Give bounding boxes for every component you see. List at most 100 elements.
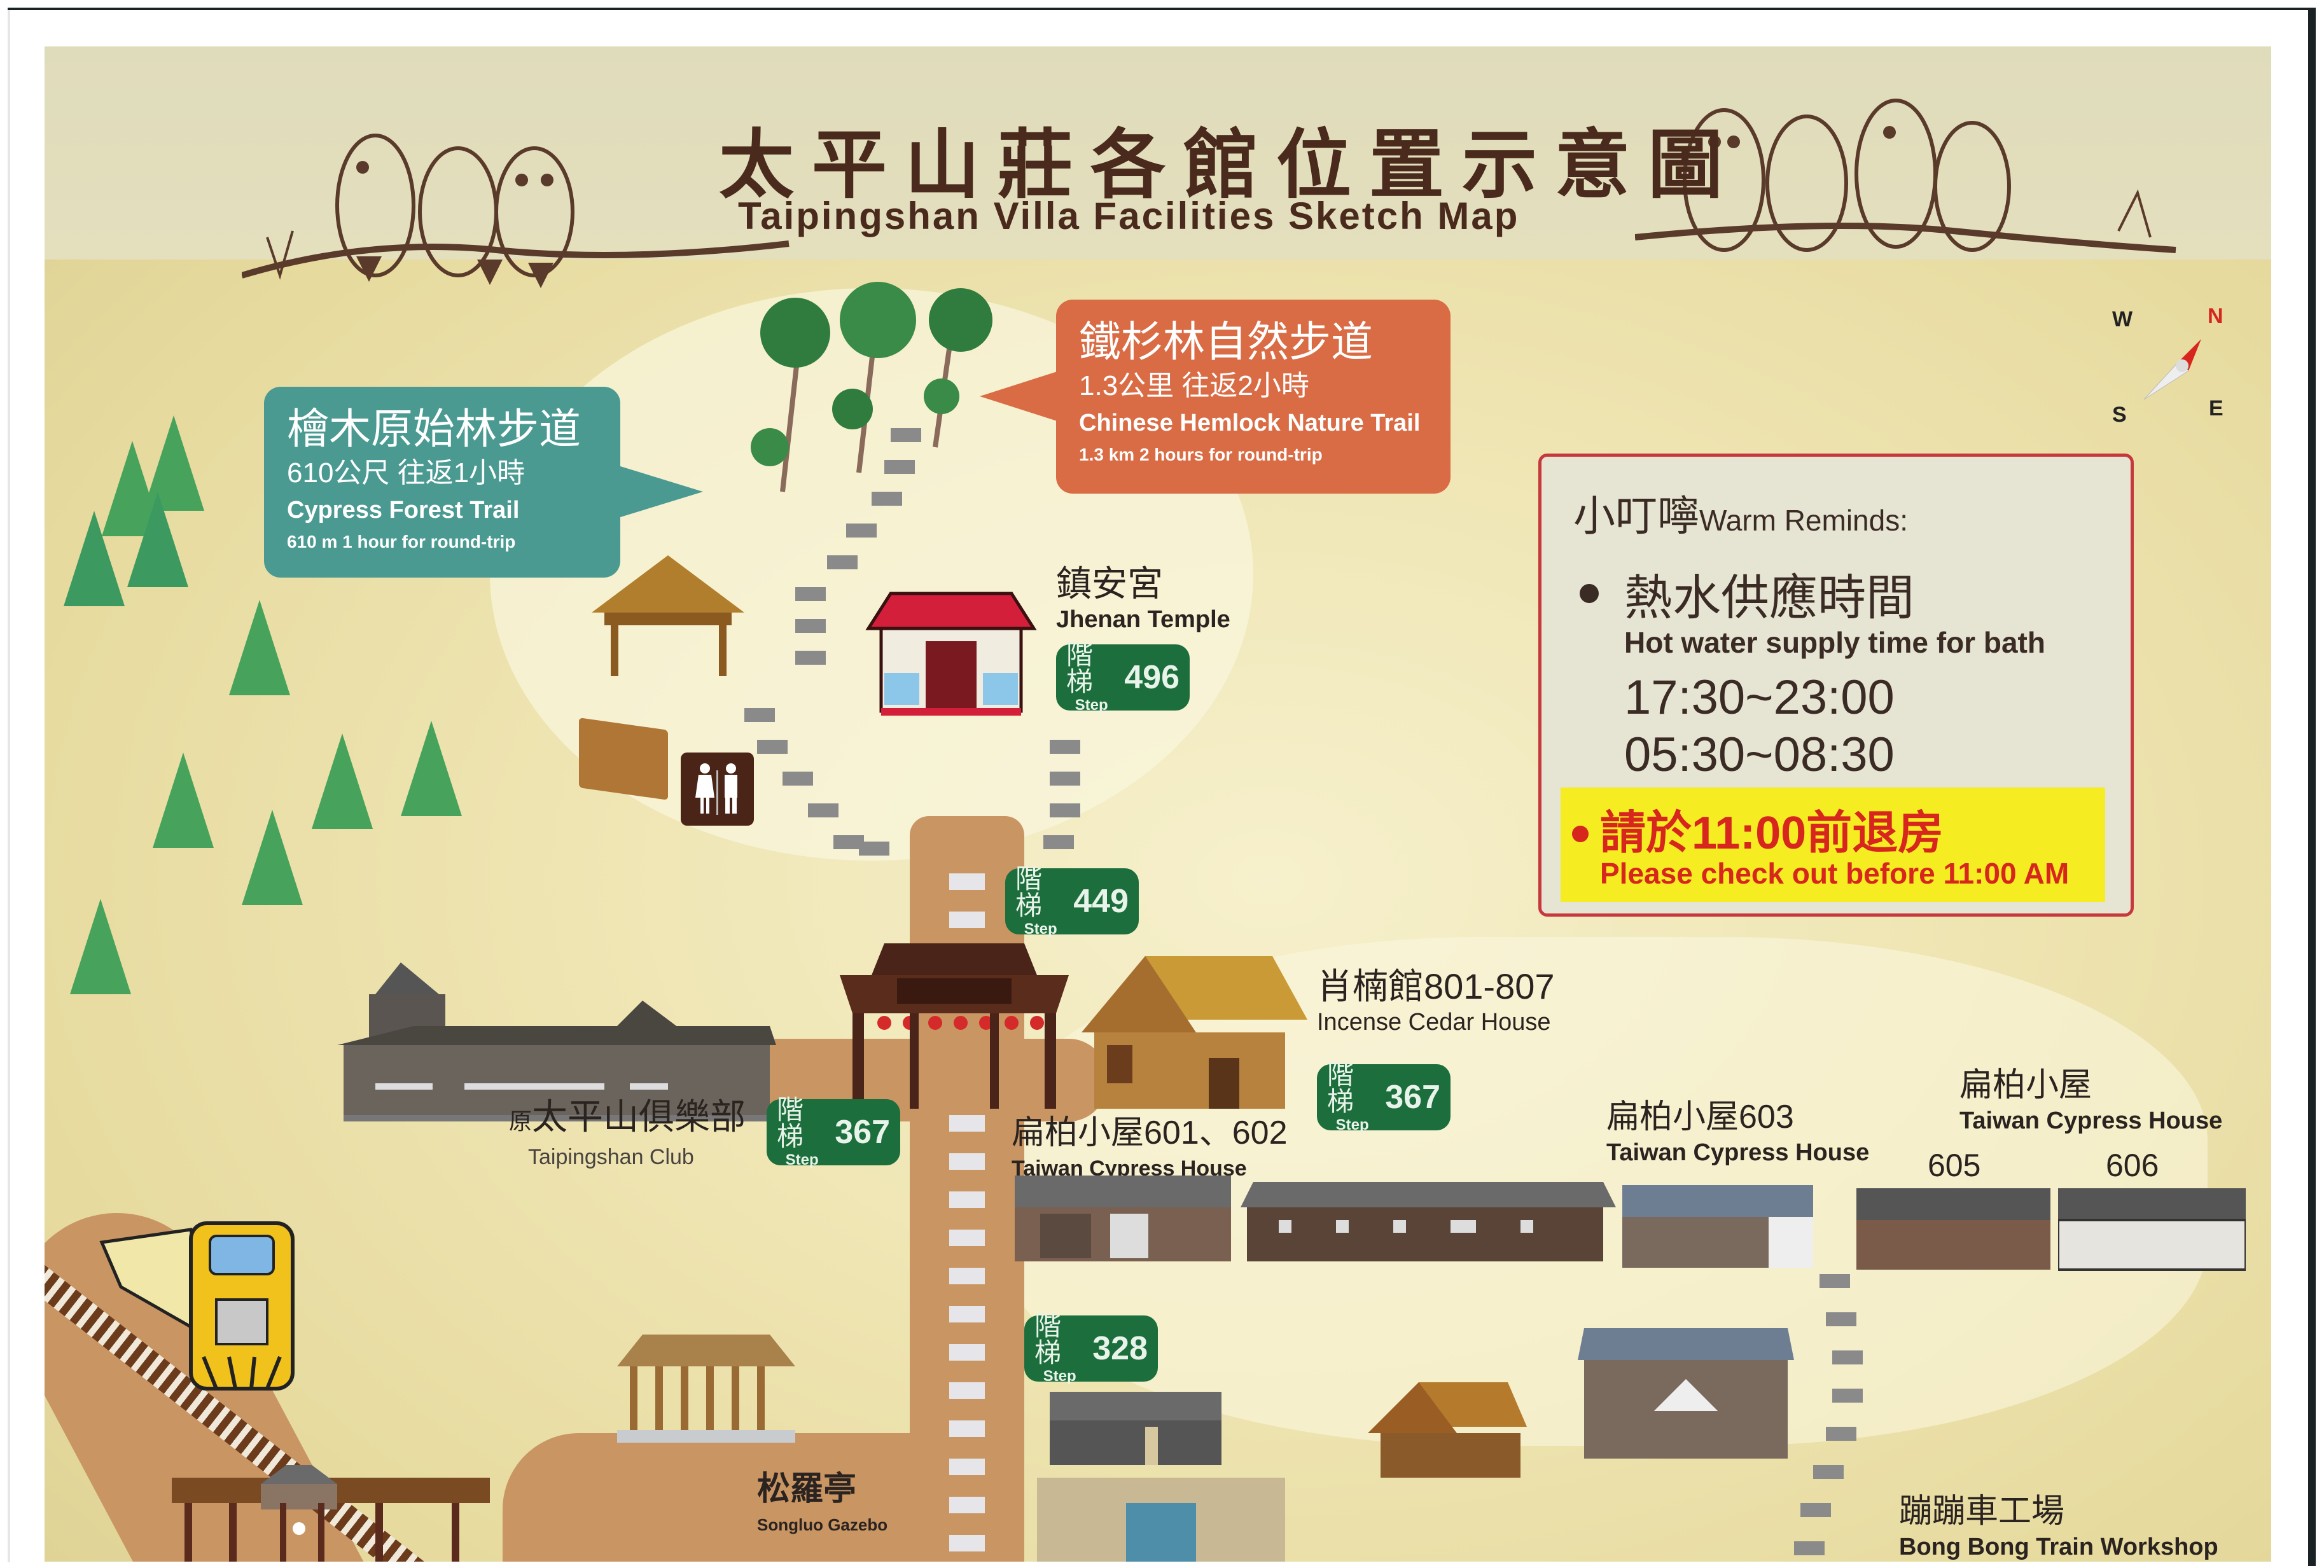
location-label-cypress-603: 扁柏小屋603 Taiwan Cypress House xyxy=(1606,1096,1869,1167)
step-count: 367 xyxy=(835,1114,890,1151)
trail-step xyxy=(884,460,915,474)
reminder-title-en: Warm Reminds: xyxy=(1699,504,1908,537)
trail-step xyxy=(859,842,889,856)
bullet-icon xyxy=(1572,826,1589,842)
storage-hut-icon xyxy=(579,718,668,800)
trail-step xyxy=(1043,835,1074,849)
step-count: 496 xyxy=(1124,659,1179,696)
pine-tree-icon xyxy=(127,492,188,587)
checkout-notice: 請於11:00前退房 Please check out before 11:00… xyxy=(1561,787,2105,902)
trail-step xyxy=(1800,1503,1831,1517)
step-label-zh: 階梯 xyxy=(1066,640,1094,697)
unit-number-605: 605 xyxy=(1928,1148,1981,1183)
road-gazebo xyxy=(503,1433,986,1562)
trail-step xyxy=(1794,1541,1825,1555)
road-marker xyxy=(949,1535,985,1551)
incense-cedar-house-icon xyxy=(1082,956,1307,1109)
page-title-zh: 太平山莊各館位置示意圖 xyxy=(719,120,1741,209)
bullet-icon xyxy=(1580,584,1599,603)
trail-step xyxy=(1050,740,1080,754)
step-label-en: Step xyxy=(785,1151,819,1169)
checkout-notice-en: Please check out before 11:00 AM xyxy=(1600,857,2070,890)
compass-west: W xyxy=(2112,307,2133,331)
pine-tree-icon xyxy=(229,600,290,695)
temple-icon xyxy=(865,592,1037,716)
trail-distance-en: 1.3 km 2 hours for round-trip xyxy=(1079,445,1323,464)
building-lower-1-icon xyxy=(1050,1392,1221,1465)
location-name-en: Bong Bong Train Workshop xyxy=(1899,1534,2218,1560)
location-name-zh: 蹦蹦車工場 xyxy=(1899,1493,2065,1530)
trail-step xyxy=(891,428,921,442)
page-title-en: Taipingshan Villa Facilities Sketch Map xyxy=(738,195,1520,237)
step-count: 449 xyxy=(1073,883,1129,920)
location-name-en: Songluo Gazebo xyxy=(757,1515,888,1534)
location-label-gazebo: 松羅亭 Songluo Gazebo xyxy=(757,1468,887,1539)
step-count: 328 xyxy=(1092,1330,1148,1367)
road-marker xyxy=(949,873,985,890)
trail-name-zh: 鐵杉林自然步道 xyxy=(1079,318,1373,365)
road-marker xyxy=(949,1382,985,1399)
pine-tree-icon xyxy=(242,810,303,905)
compass-east: E xyxy=(2209,396,2223,420)
location-name-zh: 扁柏小屋603 xyxy=(1606,1099,1794,1135)
frame-top-border xyxy=(8,8,2316,10)
road-marker xyxy=(949,1268,985,1284)
warm-reminders-panel: 小叮嚀Warm Reminds: 熱水供應時間 Hot water supply… xyxy=(1538,454,2134,917)
road-marker xyxy=(949,912,985,928)
step-label-en: Step xyxy=(1024,920,1057,938)
train-shed-icon xyxy=(172,1465,490,1562)
trail-step xyxy=(1832,1389,1863,1403)
road-marker xyxy=(949,1497,985,1513)
road-marker xyxy=(949,1115,985,1132)
restroom-icon xyxy=(681,753,754,826)
trail-step xyxy=(1832,1350,1863,1364)
location-label-workshop: 蹦蹦車工場 Bong Bong Train Workshop xyxy=(1899,1490,2218,1562)
trail-name-en: Chinese Hemlock Nature Trail xyxy=(1079,410,1421,436)
location-label-cypress-601-602: 扁柏小屋601、602 Taiwan Cypress House xyxy=(1012,1112,1288,1183)
location-name-zh: 扁柏小屋 xyxy=(1959,1067,2092,1104)
road-marker xyxy=(949,1230,985,1246)
sketch-map: 太平山莊各館位置示意圖 Taipingshan Villa Facilities… xyxy=(45,46,2271,1562)
trail-step xyxy=(872,492,902,506)
frame-left-border xyxy=(8,10,10,1562)
location-prefix: 原 xyxy=(509,1108,532,1134)
trail-distance-en: 610 m 1 hour for round-trip xyxy=(287,532,516,552)
location-name-en: Taiwan Cypress House xyxy=(1959,1107,2223,1134)
taipingshan-club-icon xyxy=(337,962,776,1121)
location-name-zh: 松羅亭 xyxy=(757,1471,857,1508)
trail-step xyxy=(1813,1465,1844,1479)
compass-south: S xyxy=(2112,403,2127,427)
location-name-en: Jhenan Temple xyxy=(1056,606,1230,633)
road-marker xyxy=(949,1191,985,1208)
trail-name-zh: 檜木原始林步道 xyxy=(287,405,581,452)
hemlock-trees-icon xyxy=(751,282,992,492)
trail-step xyxy=(827,555,858,569)
road-marker xyxy=(949,1420,985,1437)
hot-water-time-morning: 05:30~08:30 xyxy=(1624,728,1895,782)
road-marker xyxy=(949,1153,985,1170)
location-name-en: Taiwan Cypress House xyxy=(1606,1139,1870,1166)
step-label-zh: 階梯 xyxy=(777,1095,804,1151)
location-name-en: Taipingshan Club xyxy=(528,1145,694,1169)
trail-step xyxy=(783,772,813,786)
songluo-gazebo-icon xyxy=(617,1335,795,1443)
step-label-zh: 階梯 xyxy=(1034,1311,1062,1368)
trail-step xyxy=(795,587,826,601)
trail-step xyxy=(1826,1427,1856,1441)
pavilion-icon xyxy=(592,555,744,676)
compass: W N S E xyxy=(2112,301,2239,441)
road-marker xyxy=(949,1344,985,1361)
trail-step xyxy=(1050,772,1080,786)
trail-step xyxy=(795,619,826,633)
hot-water-title-zh: 熱水供應時間 xyxy=(1624,571,1914,625)
workshop-building-icon xyxy=(1578,1328,1794,1459)
step-label-zh: 階梯 xyxy=(1015,864,1043,920)
trail-step xyxy=(808,803,838,817)
location-label-incense-cedar: 肖楠館801-807 Incense Cedar House xyxy=(1317,966,1555,1037)
pine-tree-icon xyxy=(64,511,125,606)
trail-distance-zh: 610公尺 往返1小時 xyxy=(287,457,525,489)
pine-tree-icon xyxy=(401,721,462,816)
